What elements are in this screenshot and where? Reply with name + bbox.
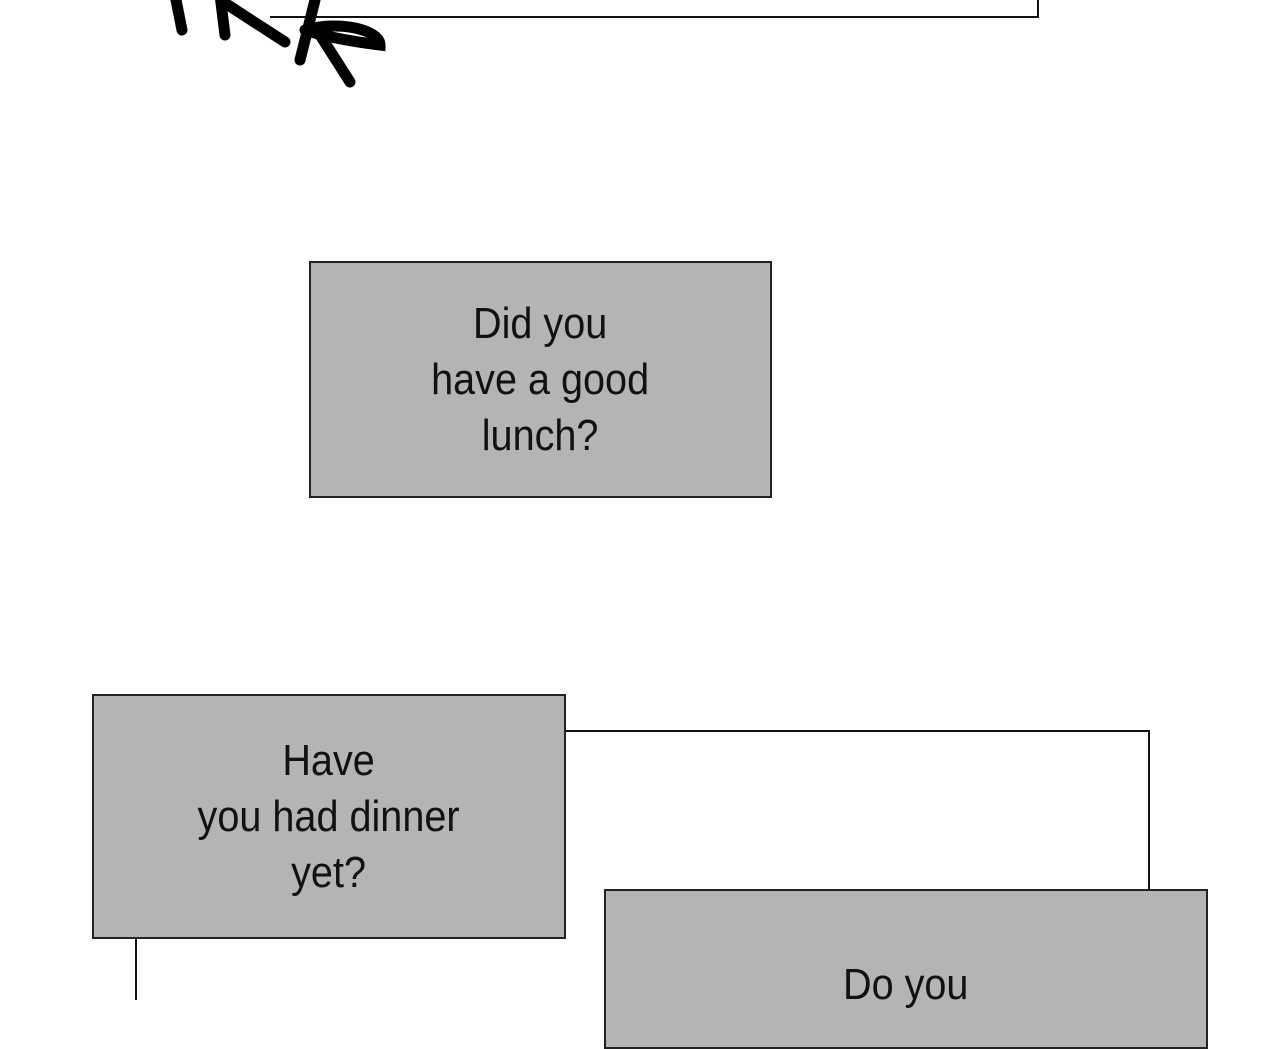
speech-bubble-do-you: Do you <box>604 889 1208 1049</box>
panel-frame-right <box>560 730 1150 900</box>
speech-bubble-dinner: Have you had dinner yet? <box>92 694 566 939</box>
sound-effect-scribble-icon <box>170 0 386 88</box>
top-panel-frame <box>270 0 1039 18</box>
bubble-text: Did you have a good lunch? <box>431 298 650 460</box>
speech-bubble-lunch: Did you have a good lunch? <box>309 261 772 498</box>
bubble-text: Have you had dinner yet? <box>197 735 461 897</box>
bubble-text: Do you <box>843 960 969 1009</box>
panel-frame-left-edge <box>135 938 137 1000</box>
